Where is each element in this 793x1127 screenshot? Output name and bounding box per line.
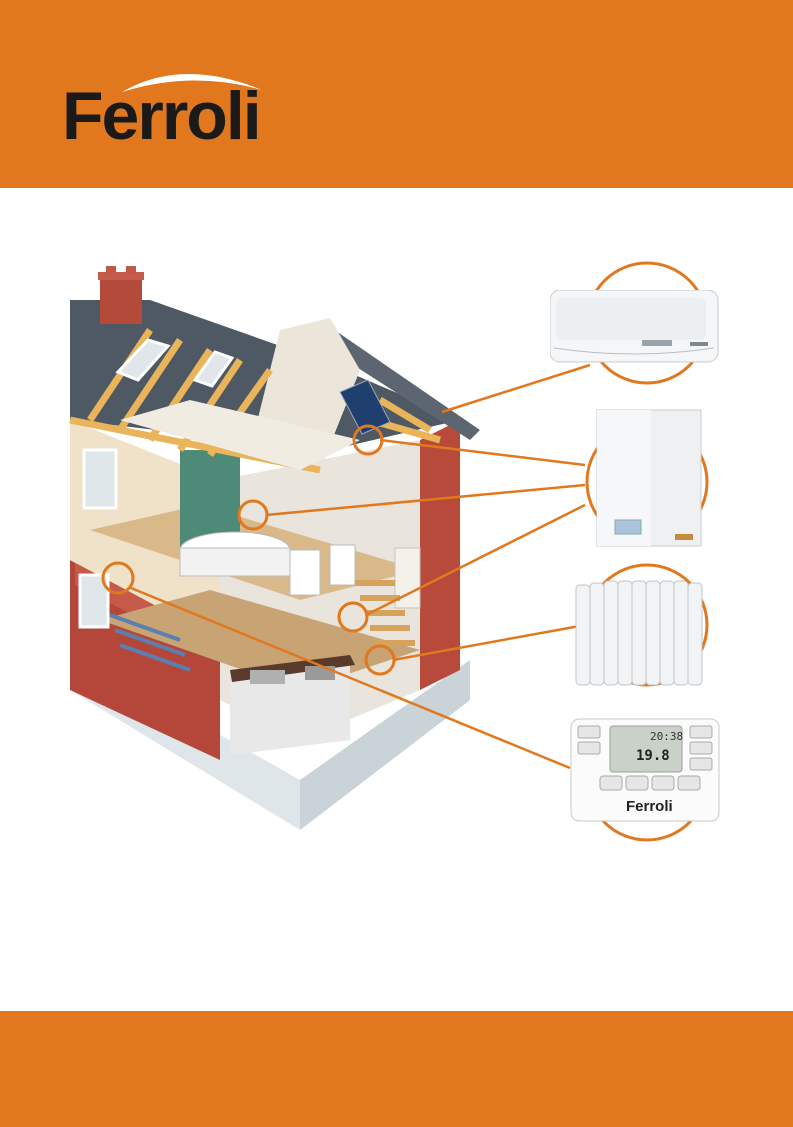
ferroli-logo: Ferroli	[62, 62, 272, 162]
radiator	[570, 575, 710, 695]
header-band	[0, 0, 793, 188]
thermostat-clock: 20:38	[650, 730, 684, 743]
footer-band	[0, 1011, 793, 1127]
thermostat: 20:38 19.8 Ferroli	[570, 718, 720, 822]
kitchen-counter	[230, 665, 350, 755]
staircase	[355, 580, 415, 646]
chimney	[100, 278, 142, 324]
roof-right	[320, 320, 480, 440]
bathroom-sink	[289, 549, 321, 596]
solar-panel	[339, 379, 391, 435]
air-conditioner	[549, 289, 720, 365]
kitchen-sink	[250, 670, 285, 684]
thermostat-temperature: 19.8	[636, 748, 670, 764]
programmable-thermostat-icon	[570, 718, 720, 822]
underfloor-pipes	[109, 613, 191, 672]
logo-wordmark: Ferroli	[62, 78, 262, 154]
right-brick-wall	[420, 420, 460, 690]
skylight-right	[192, 350, 235, 388]
thermostat-brand: Ferroli	[626, 798, 673, 815]
attic-floor	[120, 400, 360, 470]
wall-boiler-icon	[596, 409, 702, 547]
connector-lines	[130, 363, 591, 770]
window-upper	[82, 448, 118, 510]
toilet	[329, 544, 356, 586]
boiler	[595, 408, 705, 548]
logo-swoosh-icon	[122, 73, 262, 92]
aluminium-radiator-icon	[575, 580, 703, 686]
house-illustration	[69, 261, 709, 842]
skylight-left	[115, 338, 171, 382]
split-air-conditioner-icon	[549, 289, 719, 363]
